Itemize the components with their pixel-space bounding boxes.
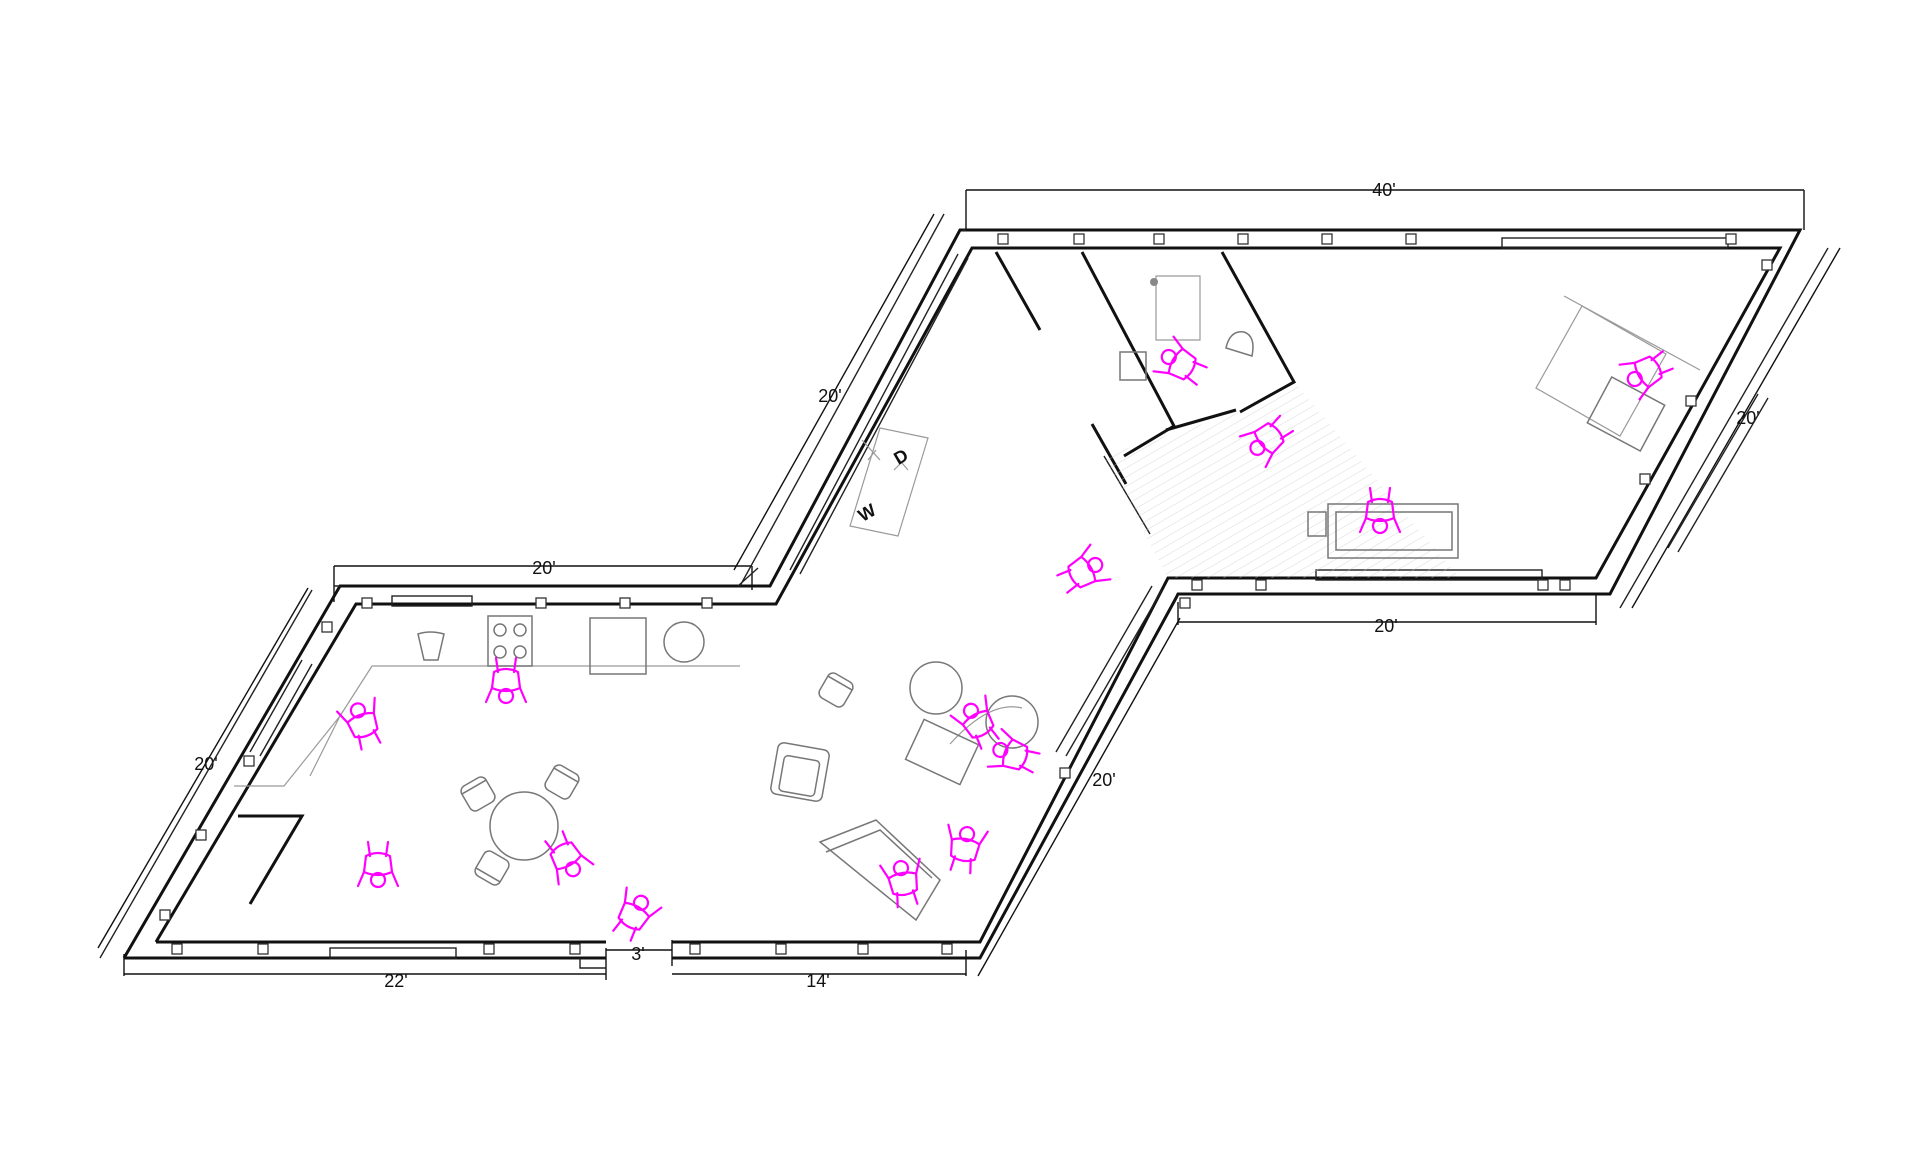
column-markers (159, 233, 1773, 955)
dim-left-20: 20' (194, 754, 217, 774)
person-9 (878, 856, 929, 911)
dryer-label: D (890, 445, 911, 469)
dimension-lines (97, 189, 1841, 980)
dim-top-40: 40' (1372, 180, 1395, 200)
dining-set (458, 762, 582, 888)
person-4 (535, 825, 595, 887)
dim-lower-right-20: 20' (1092, 770, 1115, 790)
person-6 (1051, 543, 1113, 603)
person-2 (484, 656, 528, 705)
walls (99, 213, 1829, 969)
dim-bottom-14: 14' (806, 971, 829, 991)
person-13 (1151, 335, 1213, 395)
bedroom-furniture (1119, 275, 1701, 559)
person-10 (939, 822, 990, 877)
dim-bottom-22: 22' (384, 971, 407, 991)
person-14 (1617, 341, 1679, 401)
person-8 (985, 727, 1045, 783)
dim-bottom-3: 3' (631, 944, 644, 964)
dim-mid-right-20: 20' (1374, 616, 1397, 636)
washer-label: W (855, 500, 880, 526)
person-1 (335, 695, 391, 755)
dim-middle-diag-20: 20' (818, 386, 841, 406)
person-5 (603, 885, 663, 947)
kitchen-counter (234, 615, 1023, 787)
people (335, 335, 1679, 947)
living-furniture (769, 661, 1039, 922)
dim-upper-left-20: 20' (532, 558, 555, 578)
person-3 (356, 840, 400, 889)
windows (249, 237, 1769, 959)
hatched-floor (1104, 382, 1460, 578)
washer-dryer: W D (849, 427, 929, 537)
